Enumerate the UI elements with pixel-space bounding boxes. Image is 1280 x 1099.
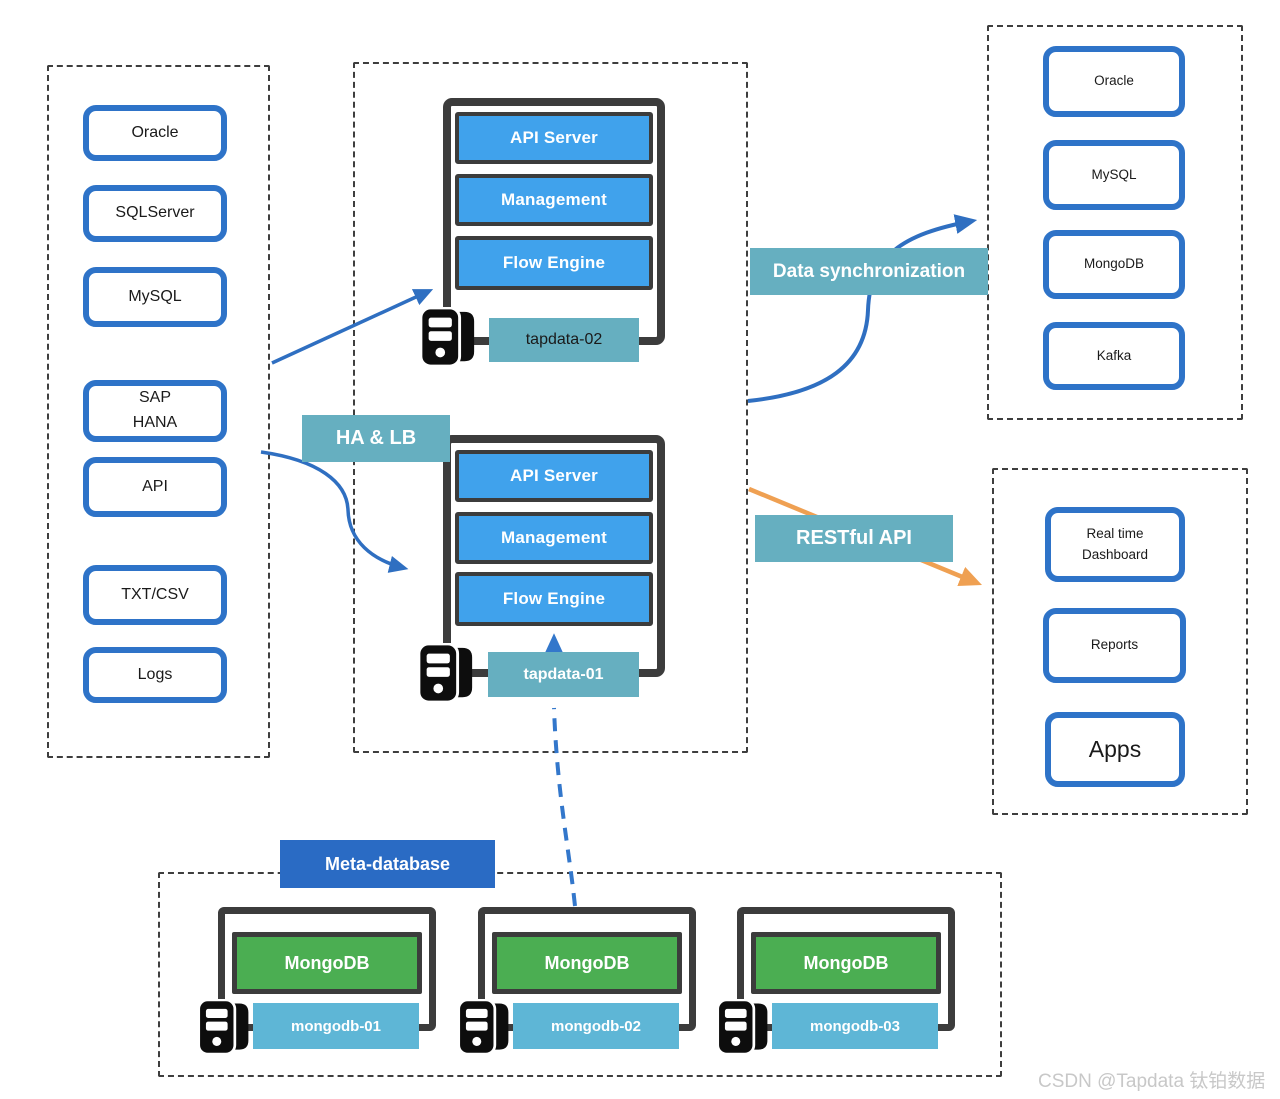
component-label: Management	[501, 528, 607, 547]
source-label: Logs	[137, 665, 173, 683]
target-node-oracle: Oracle	[1043, 46, 1185, 117]
target-label: MySQL	[1091, 166, 1137, 182]
consumer-node-apps: Apps	[1045, 712, 1185, 787]
tapdata-01-hostname-label: tapdata-01	[488, 652, 639, 697]
source-node-sqlserver: SQLServer	[83, 185, 227, 242]
server-tower-icon	[417, 306, 479, 368]
source-node-logs: Logs	[83, 647, 227, 703]
source-label: Oracle	[131, 123, 179, 141]
target-node-mysql: MySQL	[1043, 140, 1185, 210]
component-label: API Server	[510, 128, 598, 147]
tapdata-01-api-server: API Server	[455, 450, 653, 502]
source-label: MySQL	[128, 287, 182, 305]
tapdata-02-api-server: API Server	[455, 112, 653, 164]
target-node-mongodb: MongoDB	[1043, 230, 1185, 299]
component-label: Flow Engine	[502, 589, 606, 608]
mongodb-03-hostname-label: mongodb-03	[772, 1003, 938, 1049]
data-sync-text: Data synchronization	[772, 260, 966, 282]
hostname: mongodb-01	[291, 1017, 381, 1035]
component-label: API Server	[510, 466, 598, 485]
component-label: Flow Engine	[502, 253, 606, 272]
db-label: MongoDB	[803, 952, 889, 973]
component-label: Management	[501, 190, 607, 209]
db-label: MongoDB	[284, 952, 370, 973]
ha-lb-text: HA & LB	[335, 427, 417, 449]
restful-api-text: RESTful API	[796, 527, 912, 549]
target-label: MongoDB	[1083, 256, 1145, 272]
meta-database-text: Meta-database	[324, 853, 451, 874]
hostname: mongodb-03	[810, 1017, 900, 1035]
source-node-sap-hana: SAP HANA	[83, 380, 227, 442]
tapdata-02-flow-engine: Flow Engine	[455, 236, 653, 290]
tapdata-02-hostname-label: tapdata-02	[489, 318, 639, 362]
consumer-label: Apps	[1088, 735, 1142, 762]
mongodb-01-db-box: MongoDB	[232, 932, 422, 994]
source-node-txt-csv: TXT/CSV	[83, 565, 227, 625]
hostname: tapdata-01	[523, 665, 604, 683]
target-label: Oracle	[1094, 73, 1134, 89]
server-tower-icon	[195, 998, 253, 1056]
target-label: Kafka	[1096, 347, 1132, 363]
server-tower-icon	[455, 998, 513, 1056]
consumer-node-realtime-dashboard: Real time Dashboard	[1045, 507, 1185, 582]
meta-database-group-frame	[158, 872, 1002, 1077]
mongodb-02-hostname-label: mongodb-02	[513, 1003, 679, 1049]
db-label: MongoDB	[544, 952, 630, 973]
tapdata-01-flow-engine: Flow Engine	[455, 572, 653, 626]
sources-group-frame	[47, 65, 270, 758]
mongodb-03-db-box: MongoDB	[751, 932, 941, 994]
consumer-label: Reports	[1090, 637, 1139, 653]
consumer-label: Real time Dashboard	[1081, 525, 1149, 562]
hostname: tapdata-02	[525, 331, 603, 348]
server-tower-icon	[415, 642, 477, 704]
source-label: SAP HANA	[132, 389, 178, 431]
restful-api-label: RESTful API	[755, 515, 953, 562]
source-label: API	[142, 477, 168, 495]
targets-group-frame	[987, 25, 1243, 420]
target-node-kafka: Kafka	[1043, 322, 1185, 390]
ha-lb-label: HA & LB	[302, 415, 450, 462]
meta-database-label: Meta-database	[280, 840, 495, 888]
watermark-label: CSDN @Tapdata 钛铂数据	[1038, 1071, 1266, 1092]
source-node-mysql: MySQL	[83, 267, 227, 327]
mongodb-01-hostname-label: mongodb-01	[253, 1003, 419, 1049]
hostname: mongodb-02	[551, 1017, 641, 1035]
source-node-api: API	[83, 457, 227, 517]
consumers-group-frame	[992, 468, 1248, 815]
mongodb-02-db-box: MongoDB	[492, 932, 682, 994]
data-synchronization-label: Data synchronization	[750, 248, 988, 295]
tapdata-01-management: Management	[455, 512, 653, 564]
source-node-oracle: Oracle	[83, 105, 227, 161]
source-label: TXT/CSV	[121, 585, 189, 603]
tapdata-02-management: Management	[455, 174, 653, 226]
consumer-node-reports: Reports	[1043, 608, 1186, 683]
tapdata-cluster-group-frame	[353, 62, 748, 753]
source-label: SQLServer	[115, 204, 195, 222]
watermark-text: CSDN @Tapdata 钛铂数据	[1038, 1066, 1265, 1093]
server-tower-icon	[714, 998, 772, 1056]
